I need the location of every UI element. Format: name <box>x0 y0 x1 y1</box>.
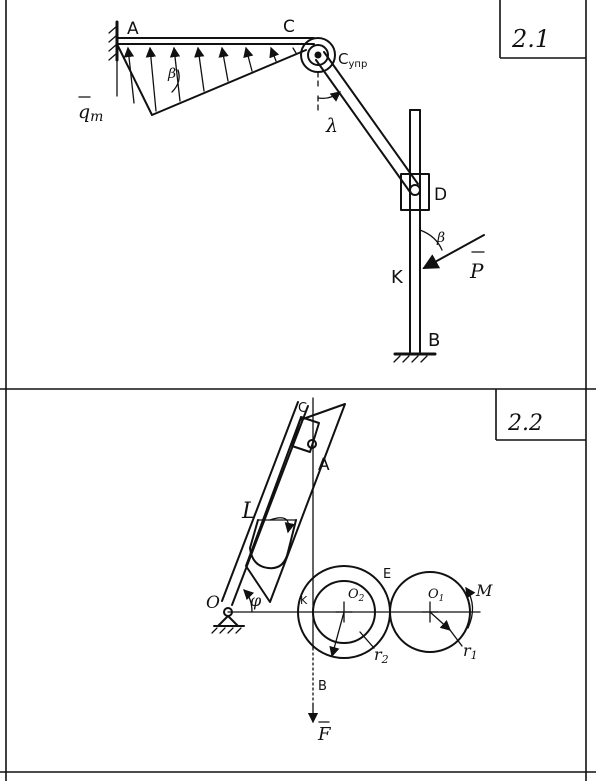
label-r1: r1 <box>463 641 478 662</box>
problem-2-1: 2.1 <box>78 0 586 363</box>
label-c: C <box>283 17 295 37</box>
inclined-tube <box>221 401 346 606</box>
label-c-spring: Cупр <box>338 50 367 70</box>
label-o1: O1 <box>428 587 444 604</box>
labels-2-2: C A L O φ K E O2 O1 M r2 r1 B F <box>206 401 493 745</box>
problem-number-2-1: 2.1 <box>511 25 550 53</box>
problem-number-2-2: 2.2 <box>507 411 543 436</box>
distributed-load <box>116 43 307 116</box>
label-q-m: qm <box>78 101 103 125</box>
label-beta-top: β <box>167 66 176 82</box>
rod-db <box>409 109 421 353</box>
problem-number-box-2-1: 2.1 <box>499 0 586 59</box>
labels-2-1: A C Cупр β qm λ D β P K B <box>78 17 485 351</box>
problem-number-box-2-2: 2.2 <box>495 389 586 441</box>
wall-support-a <box>108 20 119 62</box>
gear-o1 <box>389 571 476 653</box>
label-c: C <box>298 401 307 416</box>
slider-d <box>400 173 430 211</box>
label-beta-right: β <box>436 230 445 246</box>
beam-ac <box>116 37 315 45</box>
label-m: M <box>475 581 493 600</box>
label-k: K <box>300 594 308 607</box>
force-p <box>419 229 485 269</box>
label-e: E <box>383 567 391 582</box>
label-r2: r2 <box>374 645 389 666</box>
r1-leader <box>449 629 463 647</box>
label-o: O <box>206 593 220 613</box>
label-k: K <box>391 267 404 288</box>
rod-cd <box>315 51 419 193</box>
label-lambda: λ <box>325 115 338 137</box>
label-a: A <box>127 19 139 39</box>
label-l: L <box>241 499 257 524</box>
hinge-c-spring <box>300 37 342 113</box>
label-f: F <box>317 724 332 745</box>
label-b: B <box>318 679 327 694</box>
label-d: D <box>434 185 447 205</box>
problem-2-2: 2.2 <box>206 389 586 745</box>
r2-leader <box>359 631 375 649</box>
ground-support-b <box>393 352 437 363</box>
label-phi: φ <box>250 591 262 610</box>
label-b: B <box>428 330 440 351</box>
label-o2: O2 <box>348 587 365 604</box>
label-a: A <box>318 455 330 475</box>
label-p: P <box>469 259 484 283</box>
